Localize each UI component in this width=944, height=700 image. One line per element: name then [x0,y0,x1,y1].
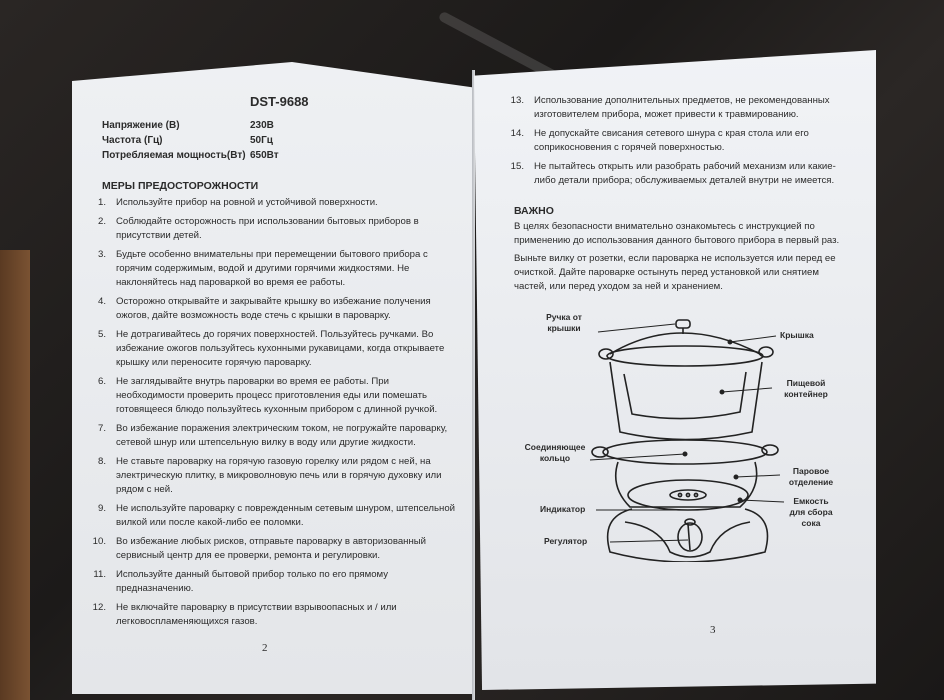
important-paragraph: Выньте вилку от розетки, если пароварка … [514,253,836,292]
label-food-container: Пищевой контейнер [784,378,828,399]
label-connecting-ring: Соединяющее кольцо [524,442,586,463]
precautions-list-continued: 13.Использование дополнительных предмето… [498,94,838,193]
list-item: 3.Будьте особенно внимательны при переме… [97,249,428,288]
list-item: 6.Не заглядывайте внутрь пароварки во вр… [97,376,438,415]
list-item: 1.Используйте прибор на ровной и устойчи… [97,197,378,208]
steamer-diagram: Ручка от крышки Крышка Пищевой контейнер… [525,312,840,563]
label-regulator: Регулятор [544,536,588,546]
section-title: МЕРЫ ПРЕДОСТОРОЖНОСТИ [102,180,259,192]
spec-row: Потребляемая мощность(Вт) 650Вт [102,150,279,165]
list-item: 11.Используйте данный бытовой прибор тол… [93,569,389,594]
wooden-edge [0,250,30,700]
label-lid-handle: Ручка от крышки [546,312,582,333]
list-item: 12.Не включайте пароварку в присутствии … [92,602,397,627]
list-item: 7.Во избежание поражения электрическим т… [97,423,448,448]
spec-row: Напряжение (В) 230В [102,120,279,135]
list-item: 2.Соблюдайте осторожность при использова… [97,216,419,241]
label-steam-compartment: Паровое отделение [788,466,834,487]
spec-label: Напряжение (В) [102,120,180,131]
spec-row: Частота (Гц) 50Гц [102,135,279,150]
list-item: 8.Не ставьте пароварку на горячую газову… [97,456,442,495]
model-title: DST-9688 [250,94,309,109]
spec-label: Потребляемая мощность(Вт) [102,150,246,161]
list-item: 10.Во избежание любых рисков, отправьте … [92,536,427,561]
specs-table: Напряжение (В) 230В Частота (Гц) 50Гц По… [102,120,279,165]
spec-value: 650Вт [250,150,279,161]
precautions-list: 1.Используйте прибор на ровной и устойчи… [80,196,458,634]
spec-label: Частота (Гц) [102,135,163,146]
list-item: 4.Осторожно открывайте и закрывайте крыш… [97,296,431,321]
list-item: 14.Не допускайте свисания сетевого шнура… [510,128,809,153]
important-title: ВАЖНО [514,205,554,217]
left-page: DST-9688 Напряжение (В) 230В Частота (Гц… [72,62,472,694]
list-item: 13.Использование дополнительных предмето… [510,95,830,120]
book-spine [472,70,475,700]
label-juice-container: Емкость для сбора сока [789,496,833,528]
page-number: 3 [710,624,716,636]
right-page: 13.Использование дополнительных предмето… [474,50,876,690]
label-indicator: Индикатор [540,504,586,514]
page-number: 2 [262,642,268,654]
important-paragraph: В целях безопасности внимательно ознаком… [514,221,840,246]
list-item: 5.Не дотрагивайтесь до горячих поверхнос… [97,329,445,368]
list-item: 15.Не пытайтесь открыть или разобрать ра… [510,161,836,186]
list-item: 9.Не используйте пароварку с поврежденны… [97,503,456,528]
spec-value: 230В [250,120,274,131]
spec-value: 50Гц [250,135,273,146]
steamer-illustration-icon [589,319,785,563]
label-lid: Крышка [780,330,814,340]
